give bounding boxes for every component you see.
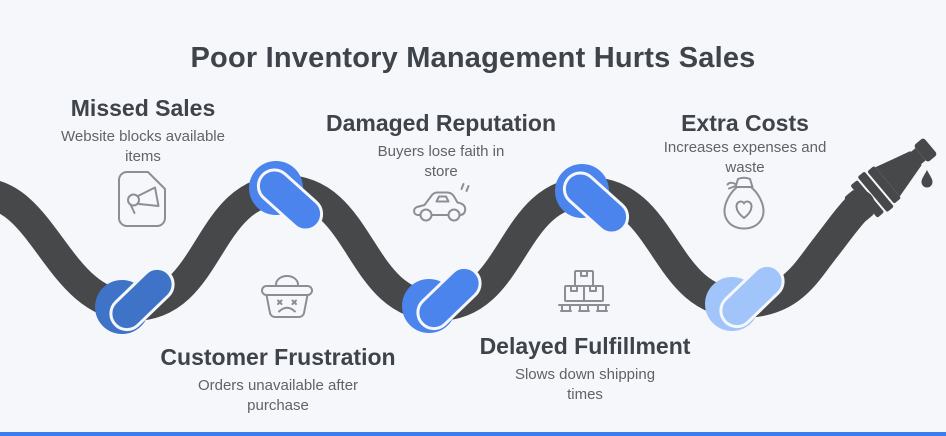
boxes-pallet-icon bbox=[558, 270, 610, 312]
knot-3 bbox=[402, 265, 482, 333]
section-delayed-fulfillment: Delayed Fulfillment Slows down shipping … bbox=[480, 333, 691, 406]
money-bag-heart-icon bbox=[723, 176, 765, 230]
section-damaged-reputation: Damaged Reputation Buyers lose faith in … bbox=[326, 110, 556, 183]
knot-1 bbox=[95, 266, 175, 334]
knot-2 bbox=[249, 161, 324, 232]
section-heading: Delayed Fulfillment bbox=[479, 333, 691, 359]
section-heading: Damaged Reputation bbox=[325, 110, 557, 136]
section-heading: Customer Frustration bbox=[160, 344, 396, 370]
knot-5 bbox=[705, 263, 785, 331]
section-description: Website blocks available items bbox=[61, 128, 225, 166]
section-description: Slows down shipping times bbox=[514, 366, 656, 404]
section-description: Buyers lose faith in store bbox=[377, 143, 505, 181]
page-title: Poor Inventory Management Hurts Sales bbox=[190, 42, 756, 74]
section-description: Orders unavailable after purchase bbox=[197, 377, 359, 415]
section-description: Increases expenses and waste bbox=[663, 139, 827, 177]
section-heading: Missed Sales bbox=[70, 95, 216, 121]
bottom-accent-bar bbox=[0, 432, 946, 436]
nozzle-icon bbox=[844, 138, 937, 222]
drip-icon bbox=[921, 170, 933, 188]
sad-basket-icon bbox=[261, 275, 313, 318]
section-heading: Extra Costs bbox=[681, 110, 809, 136]
section-customer-frustration: Customer Frustration Orders unavailable … bbox=[160, 344, 395, 417]
broken-car-icon bbox=[413, 183, 470, 222]
section-missed-sales: Missed Sales Website blocks available it… bbox=[48, 95, 238, 168]
document-megaphone-icon bbox=[118, 171, 166, 227]
section-extra-costs: Extra Costs Increases expenses and waste bbox=[660, 110, 830, 179]
knot-4 bbox=[555, 164, 630, 235]
